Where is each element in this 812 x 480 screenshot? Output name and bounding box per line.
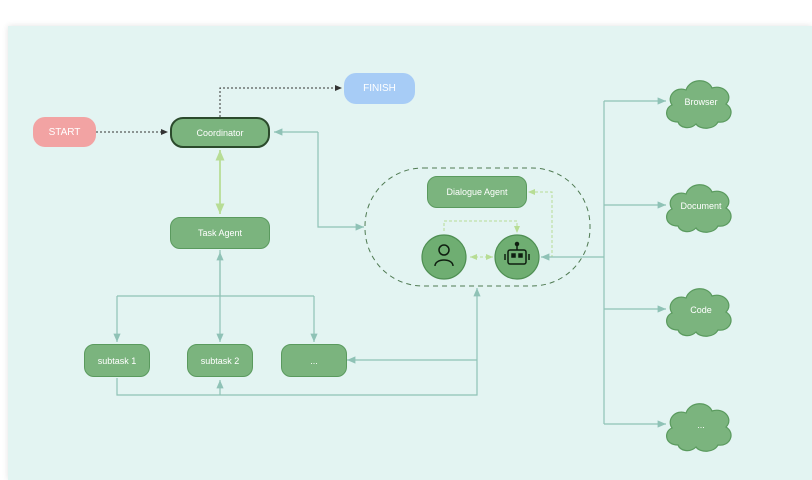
robot-icon	[504, 241, 530, 265]
cloud-code	[666, 288, 732, 337]
person-icon	[434, 244, 454, 267]
tool-more-label: ...	[697, 420, 705, 430]
task-agent-node: Task Agent	[170, 217, 270, 249]
subtask-more-node: ...	[281, 344, 347, 377]
start-node: START	[33, 117, 96, 147]
robot-circle	[494, 234, 540, 280]
cloud-browser	[666, 80, 732, 129]
finish-node: FINISH	[344, 73, 415, 104]
cloud-more	[666, 403, 732, 452]
tool-browser-label: Browser	[684, 97, 718, 107]
tool-code-label: Code	[690, 305, 712, 315]
cloud-document	[666, 184, 732, 233]
tool-document-label: Document	[680, 201, 722, 211]
subtask-2-node: subtask 2	[187, 344, 253, 377]
dialogue-agent-node: Dialogue Agent	[427, 176, 527, 208]
coordinator-node: Coordinator	[170, 117, 270, 148]
subtask-1-node: subtask 1	[84, 344, 150, 377]
person-circle	[421, 234, 467, 280]
